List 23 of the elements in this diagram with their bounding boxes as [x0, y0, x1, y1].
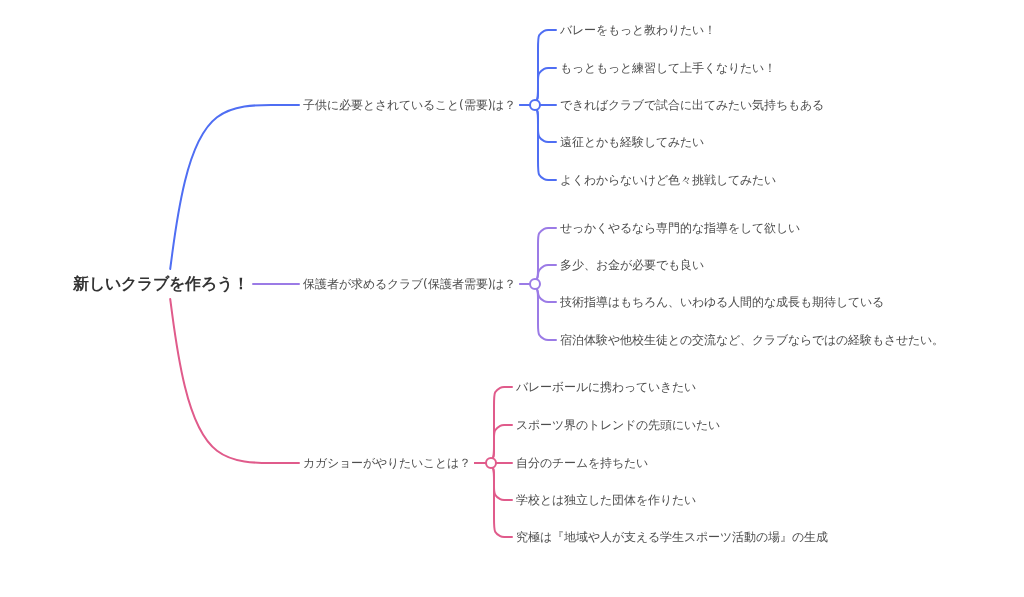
- subtopic-text: よくわからないけど色々挑戦してみたい: [556, 170, 780, 190]
- branch-line: [169, 104, 300, 270]
- branch-line: [169, 298, 300, 464]
- branch-topic: 子供に必要とされていること(需要)は？: [299, 95, 521, 115]
- subtopic-text: 究極は『地域や人が支える学生スポーツ活動の場』の生成: [512, 527, 832, 547]
- subtopic-text: 学校とは独立した団体を作りたい: [512, 490, 700, 510]
- subtopic-text: 多少、お金が必要でも良い: [556, 255, 708, 275]
- subtopic-text: 自分のチームを持ちたい: [512, 453, 652, 473]
- branch-line: [252, 283, 300, 285]
- branch-topic: カガショーがやりたいことは？: [299, 453, 475, 473]
- subtopic-text: 技術指導はもちろん、いわゆる人間的な成長も期待している: [556, 292, 888, 312]
- subtopic-text: バレーボールに携わっていきたい: [512, 377, 700, 397]
- branch-topic: 保護者が求めるクラブ(保護者需要)は？: [299, 274, 521, 294]
- subtopic-text: せっかくやるなら専門的な指導をして欲しい: [556, 218, 804, 238]
- branch-line: [519, 104, 557, 181]
- subtopic-text: できればクラブで試合に出てみたい気持ちもある: [556, 95, 828, 115]
- subtopic-text: 遠征とかも経験してみたい: [556, 132, 708, 152]
- subtopic-text: 宿泊体験や他校生徒との交流など、クラブならではの経験もさせたい。: [556, 330, 948, 350]
- subtopic-text: もっともっと練習して上手くなりたい！: [556, 58, 780, 78]
- subtopic-text: バレーをもっと教わりたい！: [556, 20, 720, 40]
- subtopic-text: スポーツ界のトレンドの先頭にいたい: [512, 415, 724, 435]
- central-topic: 新しいクラブを作ろう！: [69, 269, 253, 299]
- branch-line: [519, 283, 557, 341]
